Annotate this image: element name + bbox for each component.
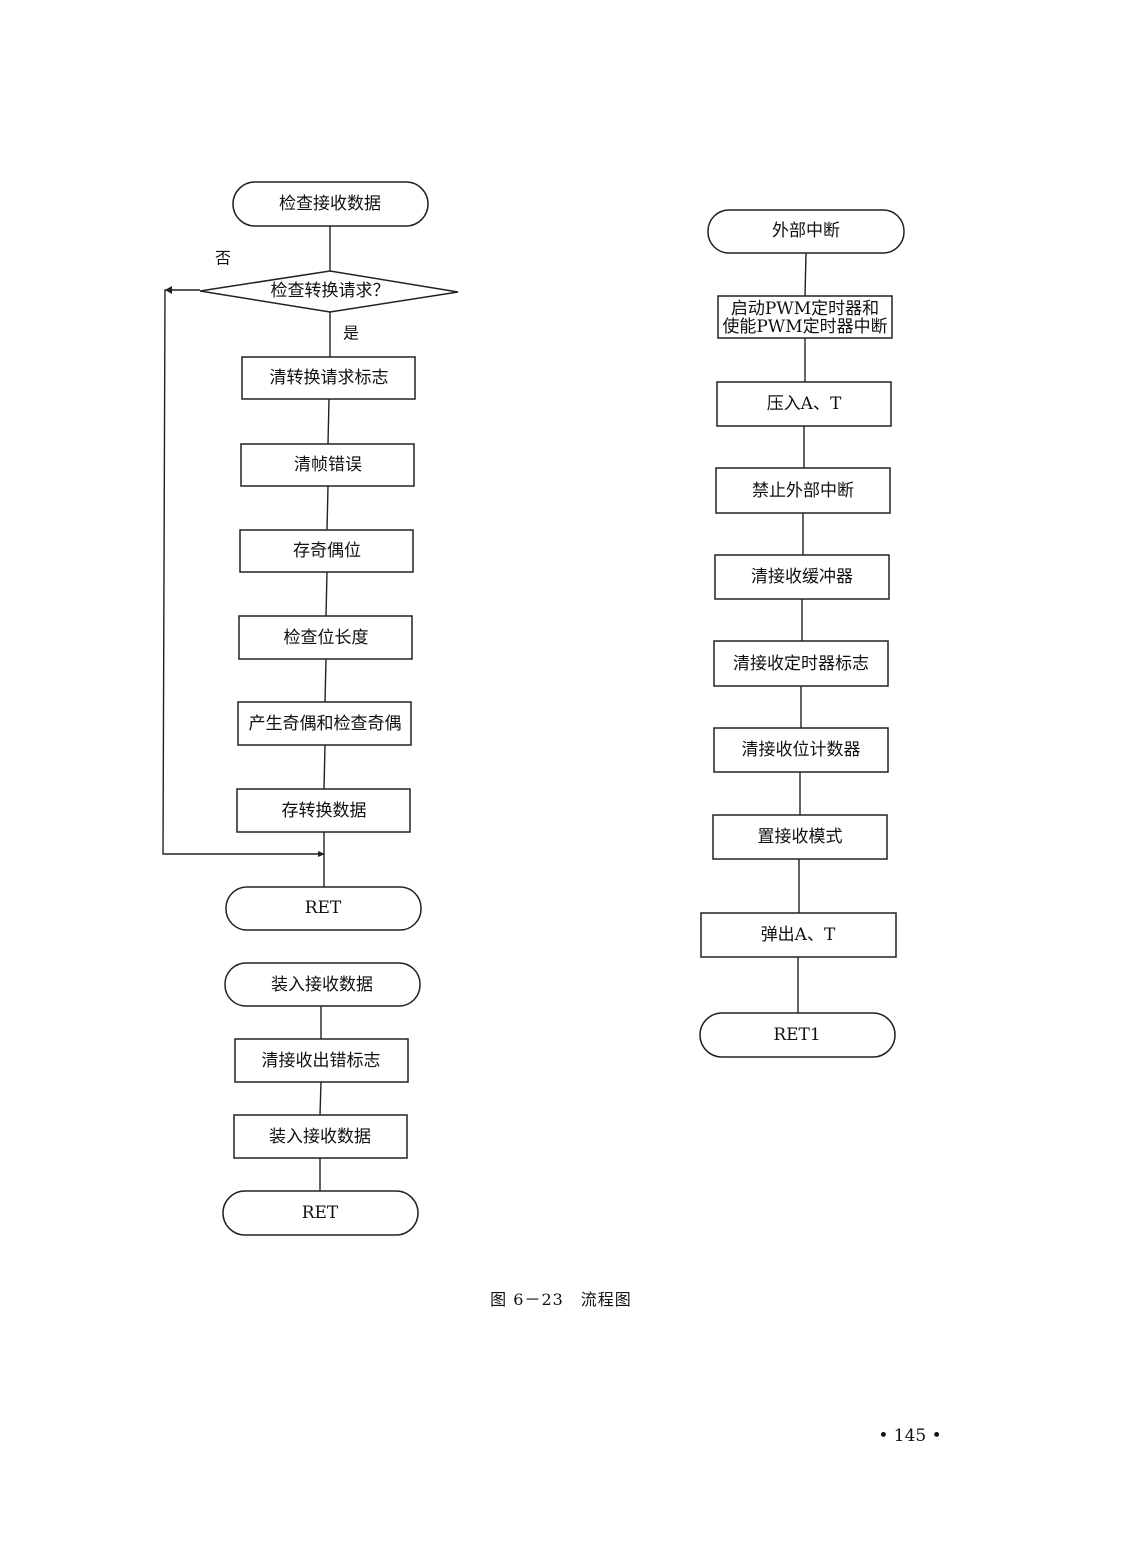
chart2-start: 装入接收数据 (224, 962, 421, 1007)
chart1-decision-label: 检查转换请求？ (271, 281, 390, 301)
chart3-step-7: 置接收模式 (712, 814, 888, 860)
chart3-step-3: 禁止外部中断 (715, 467, 891, 514)
chart3-step-4: 清接收缓冲器 (714, 554, 890, 600)
chart2-end-label: RET (302, 1203, 339, 1223)
chart3-end: RET1 (699, 1012, 896, 1058)
chart1-decision: 检查转换请求？ (199, 270, 459, 313)
chart3-step-1: 启动PWM定时器和 使能PWM定时器中断 (717, 295, 893, 339)
chart2-step-1: 清接收出错标志 (234, 1038, 409, 1083)
chart3-step-2-label: 压入A、T (767, 394, 842, 414)
chart1-step-3-label: 存奇偶位 (293, 541, 361, 561)
chart1-step-6-label: 存转换数据 (282, 801, 367, 821)
chart3-step-1-line-1: 启动PWM定时器和 (731, 299, 879, 319)
chart1-step-5: 产生奇偶和检查奇偶 (237, 701, 412, 746)
chart1-step-2-label: 清帧错误 (294, 455, 362, 475)
chart3-step-2: 压入A、T (716, 381, 892, 427)
chart3-step-8-label: 弹出A、T (761, 925, 836, 945)
figure-caption: 图 6－23 流程图 (490, 1290, 632, 1309)
chart2-start-label: 装入接收数据 (271, 975, 373, 995)
chart2-end: RET (222, 1190, 419, 1236)
chart1-step-3: 存奇偶位 (239, 529, 414, 573)
chart1-step-4-label: 检查位长度 (284, 628, 369, 648)
chart3-step-5: 清接收定时器标志 (713, 640, 889, 687)
chart1-step-4: 检查位长度 (238, 615, 413, 660)
chart1-connectors (162, 226, 331, 887)
chart2-step-2: 装入接收数据 (233, 1114, 408, 1159)
chart3-step-6: 清接收位计数器 (713, 727, 889, 773)
chart3-end-label: RET1 (773, 1025, 820, 1045)
chart1-yes-label: 是 (343, 324, 359, 343)
chart3-step-7-label: 置接收模式 (758, 827, 843, 847)
chart3-start-label: 外部中断 (772, 221, 840, 241)
chart1-no-label: 否 (215, 249, 231, 268)
chart2-step-1-label: 清接收出错标志 (262, 1051, 381, 1071)
chart3-start: 外部中断 (707, 209, 905, 254)
chart3-step-8: 弹出A、T (700, 912, 897, 958)
chart1-end: RET (225, 886, 422, 931)
chart1-step-2: 清帧错误 (240, 443, 415, 487)
chart1-step-5-label: 产生奇偶和检查奇偶 (249, 714, 402, 734)
chart1-step-1-label: 清转换请求标志 (270, 368, 389, 388)
chart3-step-6-label: 清接收位计数器 (742, 740, 861, 760)
chart3-step-3-label: 禁止外部中断 (752, 481, 854, 501)
chart1-end-label: RET (305, 898, 342, 918)
chart3-step-1-line-2: 使能PWM定时器中断 (722, 316, 887, 337)
chart2-connectors (319, 1006, 322, 1191)
chart3-step-5-label: 清接收定时器标志 (733, 654, 869, 674)
chart2-step-2-label: 装入接收数据 (269, 1127, 371, 1147)
chart3-connectors (797, 252, 807, 1013)
chart1-start-label: 检查接收数据 (279, 194, 381, 214)
page-number: • 145 • (878, 1426, 942, 1446)
chart1-step-1: 清转换请求标志 (241, 356, 416, 400)
chart1-start: 检查接收数据 (232, 181, 429, 227)
chart3-step-4-label: 清接收缓冲器 (751, 567, 853, 587)
chart1-step-6: 存转换数据 (236, 788, 411, 833)
